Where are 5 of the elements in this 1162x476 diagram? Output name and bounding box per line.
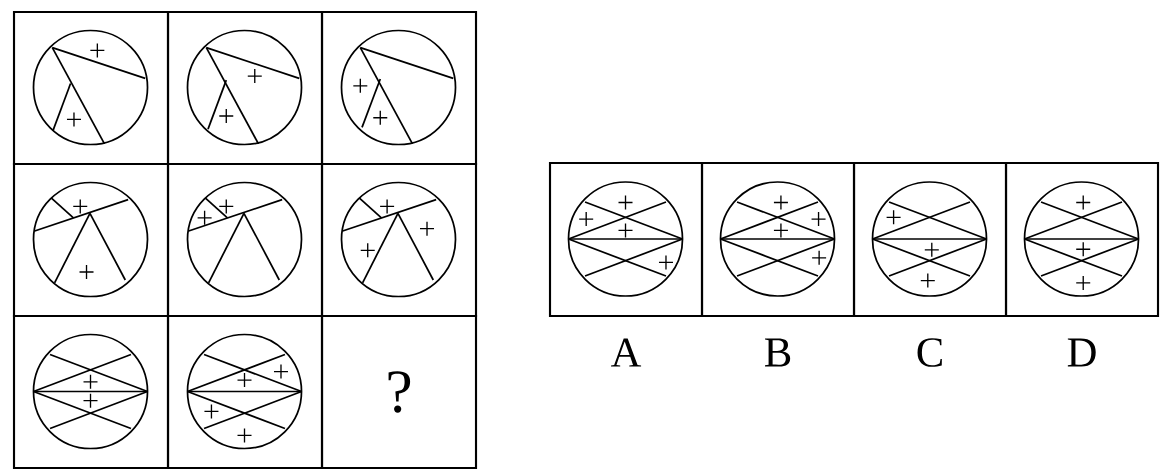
option-letter: D <box>1067 338 1096 367</box>
option-letter: A <box>611 338 642 367</box>
option-letter: C <box>917 338 942 367</box>
puzzle-cell: ? <box>320 314 478 470</box>
option-letter: B <box>765 338 791 367</box>
